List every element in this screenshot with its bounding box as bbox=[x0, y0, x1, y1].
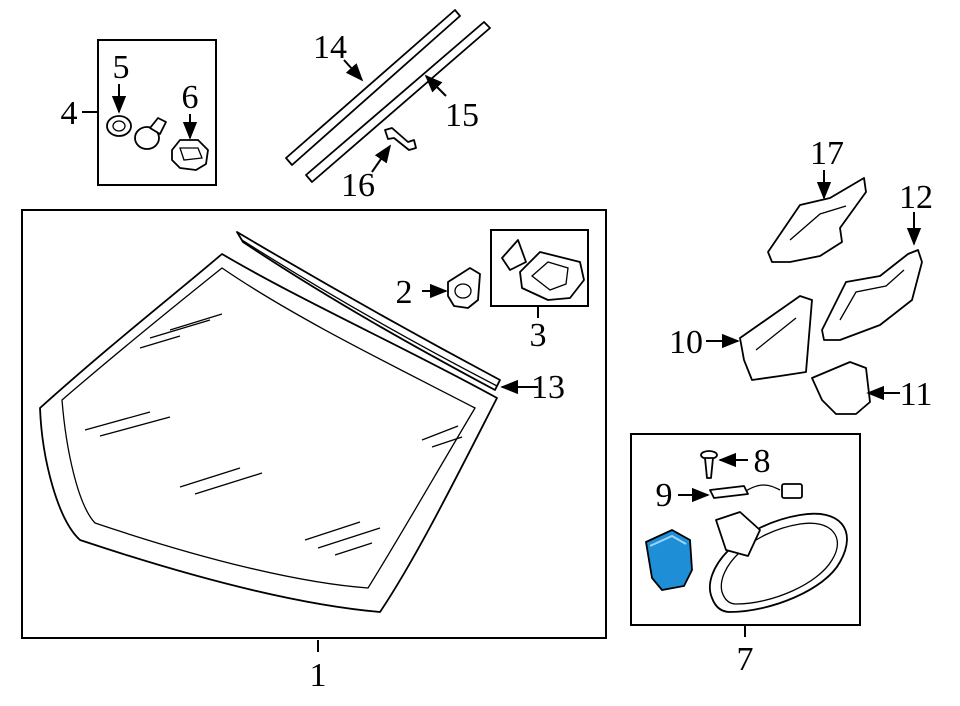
callout-14: 14 bbox=[313, 29, 347, 66]
windshield-glass bbox=[39, 253, 498, 613]
washer-ring bbox=[106, 115, 132, 137]
roof-molding-left bbox=[285, 9, 461, 166]
rearview-mirror bbox=[709, 511, 848, 613]
callout-17: 17 bbox=[810, 135, 844, 172]
callout-9: 9 bbox=[656, 477, 673, 514]
callout-7: 7 bbox=[737, 641, 754, 678]
callout-2: 2 bbox=[396, 274, 413, 311]
lower-cover-left bbox=[739, 295, 813, 381]
callout-1: 1 bbox=[310, 657, 327, 694]
callout-3: 3 bbox=[530, 317, 547, 354]
small-cover bbox=[811, 361, 871, 415]
upper-molding-strip bbox=[236, 231, 501, 391]
mount-bracket bbox=[447, 267, 481, 309]
camera-bracket bbox=[519, 251, 585, 301]
windshield-group-box bbox=[21, 209, 607, 639]
callout-6: 6 bbox=[182, 79, 199, 116]
callout-13: 13 bbox=[531, 369, 565, 406]
callout-15: 15 bbox=[445, 97, 479, 134]
upper-cover bbox=[767, 177, 867, 263]
callout-16: 16 bbox=[341, 167, 375, 204]
bracket-group-box bbox=[490, 229, 589, 307]
callout-4: 4 bbox=[61, 95, 78, 132]
callout-8: 8 bbox=[754, 443, 771, 480]
callout-labels: 1 2 3 4 5 6 7 8 9 10 11 12 13 14 15 16 1… bbox=[61, 29, 934, 694]
roof-molding-right bbox=[305, 21, 491, 183]
mirror-screw bbox=[700, 450, 718, 479]
mirror-wire-harness bbox=[709, 483, 803, 499]
sensor-housing bbox=[171, 139, 209, 171]
molding-clip bbox=[384, 127, 417, 151]
leader-lines bbox=[82, 59, 922, 652]
callout-5: 5 bbox=[113, 49, 130, 86]
callout-11: 11 bbox=[900, 376, 933, 413]
side-cover-right bbox=[821, 249, 923, 341]
callout-10: 10 bbox=[669, 324, 703, 361]
mirror-cover-highlighted bbox=[644, 528, 693, 591]
sensor-plug bbox=[134, 117, 167, 150]
wedge-block bbox=[501, 239, 527, 271]
callout-12: 12 bbox=[899, 179, 933, 216]
